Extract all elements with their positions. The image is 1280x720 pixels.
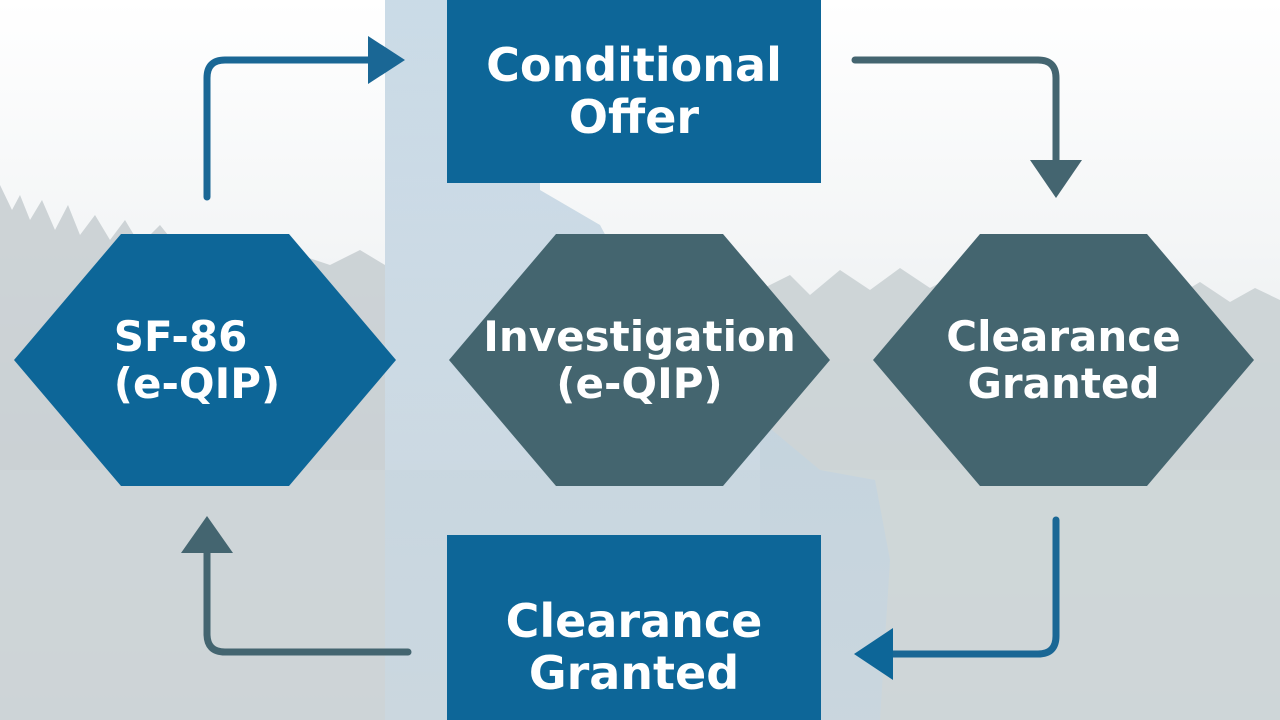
investigation-hexagon bbox=[449, 234, 830, 486]
clearance-bottom-label: Clearance Granted bbox=[506, 556, 763, 699]
arrow-head-clearance-right bbox=[1030, 160, 1082, 198]
conditional-offer-label: Conditional Offer bbox=[486, 37, 782, 144]
investigation-line-1: Investigation bbox=[483, 311, 796, 361]
clearance-right-hexagon bbox=[873, 234, 1254, 486]
clearance-right-line-1: Clearance bbox=[946, 311, 1181, 361]
sf86-line-2: (e-QIP) bbox=[113, 359, 281, 408]
conditional-offer-box bbox=[447, 0, 821, 183]
arrow-sf86-to-offer bbox=[203, 56, 376, 201]
clearance-right-label: Clearance Granted bbox=[946, 313, 1180, 407]
arrow-clearance-to-bottom bbox=[888, 516, 1060, 658]
conditional-offer-node: Conditional Offer bbox=[447, 0, 821, 183]
investigation-node: Investigation (e-QIP) bbox=[449, 234, 830, 486]
clearance-bottom-line-2: Granted bbox=[528, 645, 740, 700]
arrow-head-clearance-bottom bbox=[854, 628, 893, 680]
sf86-hexagon bbox=[14, 234, 396, 486]
clearance-right-line-2: Granted bbox=[967, 359, 1160, 408]
sf86-node: SF-86 (e-QIP) bbox=[14, 234, 396, 486]
arrow-bottom-to-sf86 bbox=[203, 548, 412, 656]
conditional-offer-line-1: Conditional bbox=[486, 37, 782, 92]
arrow-head-offer bbox=[368, 36, 405, 84]
clearance-bottom-box bbox=[447, 535, 821, 720]
conditional-offer-line-2: Offer bbox=[568, 89, 700, 144]
clearance-bottom-line-1: Clearance bbox=[505, 593, 763, 648]
investigation-label: Investigation (e-QIP) bbox=[483, 313, 796, 407]
arrow-offer-to-clearance bbox=[851, 56, 1060, 166]
clearance-granted-right-node: Clearance Granted bbox=[873, 234, 1254, 486]
clearance-granted-bottom-node: Clearance Granted bbox=[447, 535, 821, 720]
sf86-label: SF-86 (e-QIP) bbox=[114, 313, 280, 407]
sf86-line-1: SF-86 bbox=[113, 311, 248, 361]
investigation-line-2: (e-QIP) bbox=[556, 359, 723, 408]
arrow-head-sf86 bbox=[181, 516, 233, 553]
